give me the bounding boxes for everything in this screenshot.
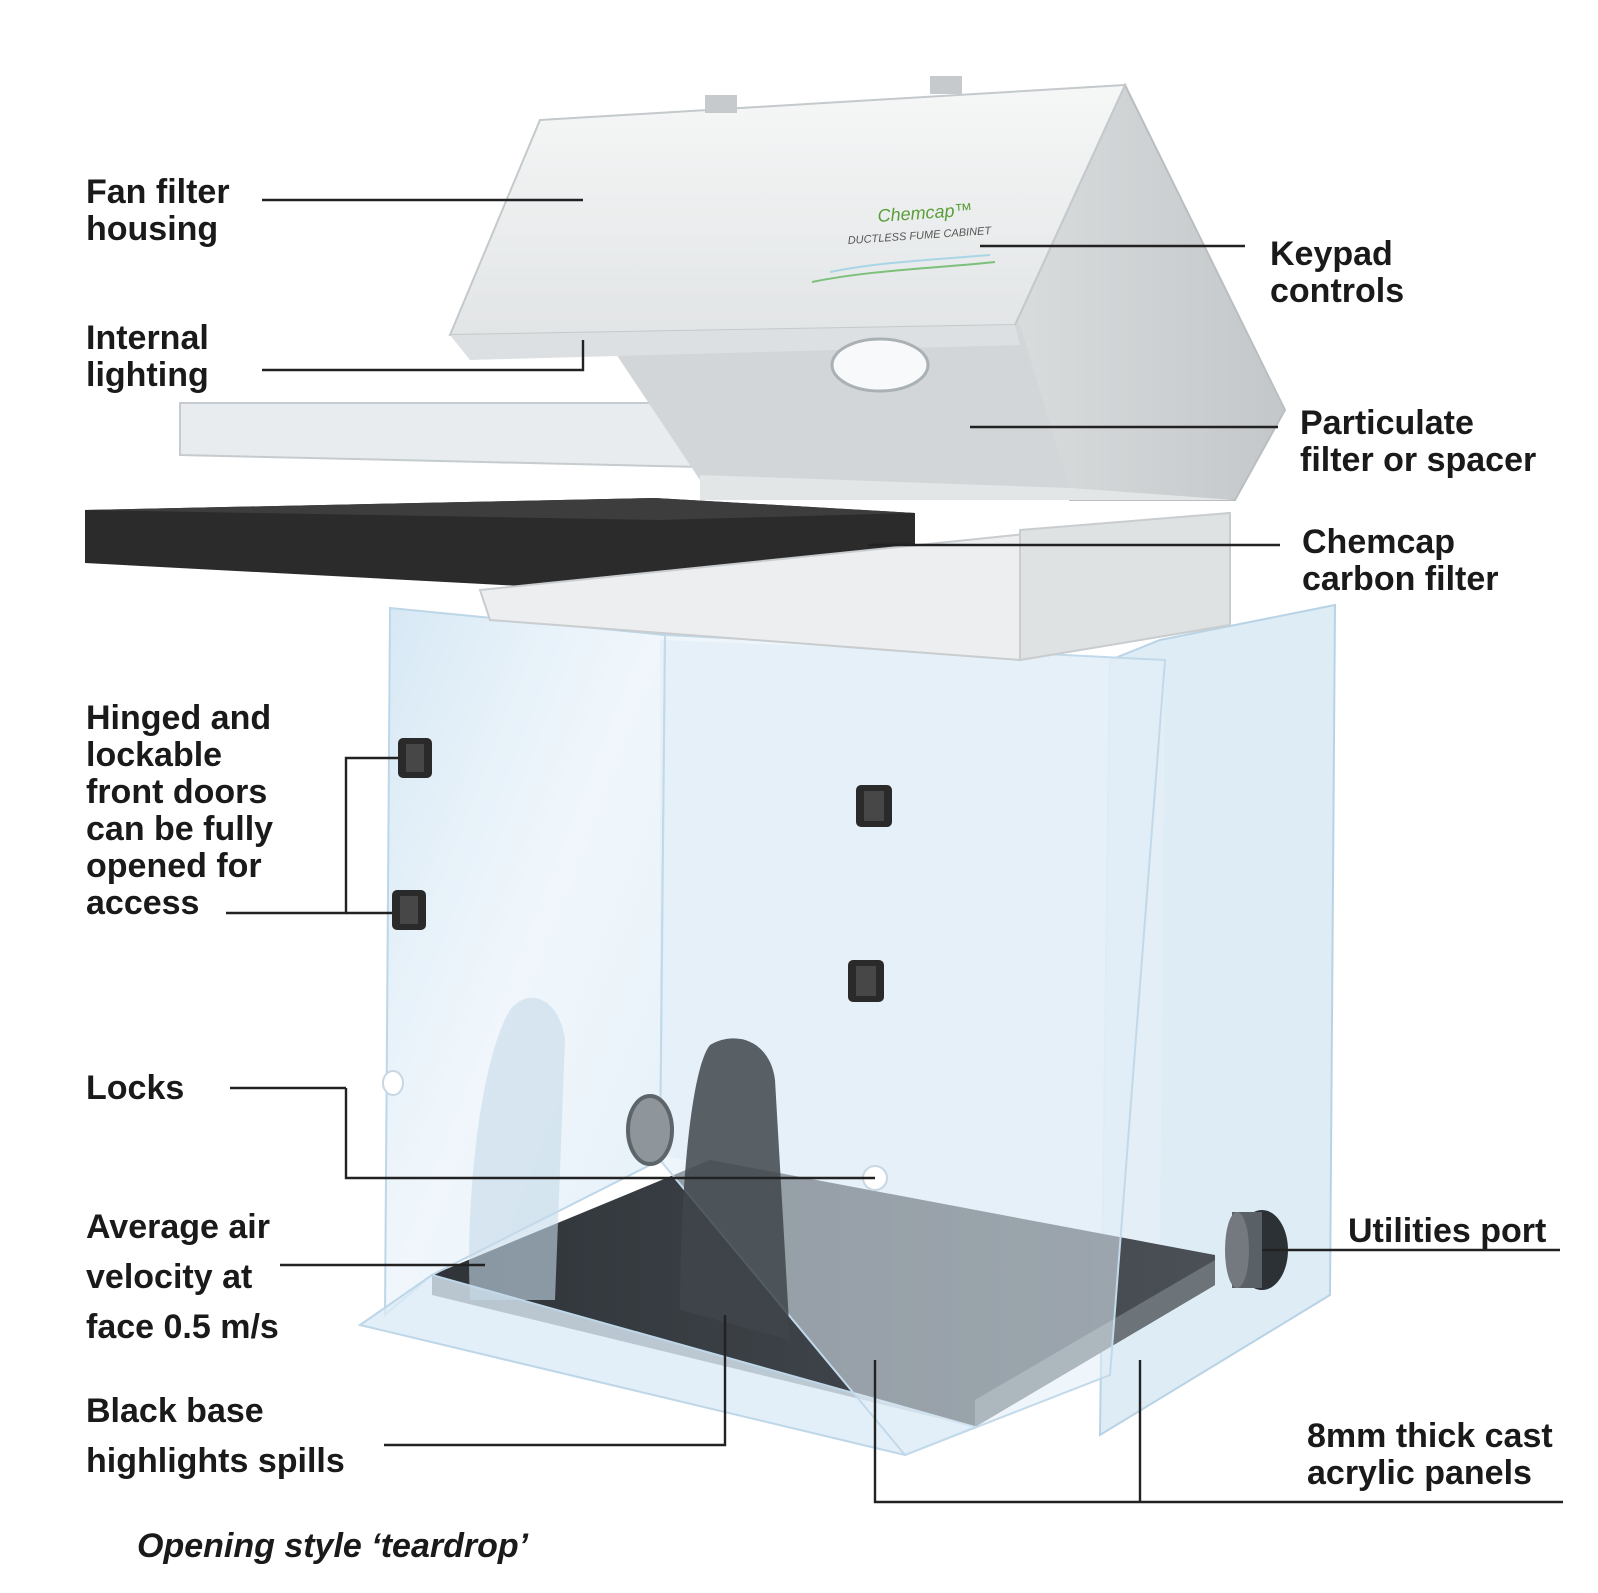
label-air-velocity: Average air velocity at face 0.5 m/s bbox=[86, 1208, 279, 1346]
leader-front-doors bbox=[226, 756, 398, 915]
label-black-base: Black base highlights spills bbox=[86, 1392, 345, 1480]
fan-filter-housing-drawing: Chemcap™ DUCTLESS FUME CABINET bbox=[448, 76, 1287, 501]
label-internal-lighting: Internal lighting bbox=[86, 319, 209, 394]
label-locks: Locks bbox=[86, 1069, 185, 1107]
caption-opening-style: Opening style ‘teardrop’ bbox=[137, 1527, 529, 1565]
leader-black-base bbox=[384, 1315, 727, 1447]
housing-logo-swoosh bbox=[811, 261, 996, 283]
hinge bbox=[856, 785, 892, 827]
acrylic-cabinet bbox=[357, 603, 1337, 1457]
label-keypad-controls: Keypad controls bbox=[1270, 235, 1405, 310]
leader-locks-2 bbox=[344, 1088, 875, 1180]
hinge bbox=[392, 890, 426, 930]
fan-opening bbox=[830, 337, 930, 393]
carbon-filter-drawing bbox=[85, 498, 1231, 662]
label-particulate-filter: Particulate filter or spacer bbox=[1300, 404, 1537, 479]
leader-lines bbox=[226, 198, 1563, 1504]
acrylic-front-door-right bbox=[658, 633, 1167, 1457]
label-utilities-port: Utilities port bbox=[1348, 1212, 1547, 1250]
label-front-doors: Hinged and lockable front doors can be f… bbox=[86, 699, 274, 922]
hinge bbox=[398, 738, 432, 778]
door-port bbox=[626, 1094, 674, 1166]
lock bbox=[382, 1070, 404, 1096]
label-carbon-filter: Chemcap carbon filter bbox=[1302, 523, 1499, 598]
hinge bbox=[848, 960, 884, 1002]
label-fan-filter-housing: Fan filter housing bbox=[86, 173, 230, 248]
teardrop-opening-right bbox=[680, 1038, 790, 1340]
teardrop-opening-left bbox=[469, 997, 565, 1300]
leader-acrylic-panels bbox=[873, 1360, 1563, 1504]
leader-internal-lighting bbox=[262, 340, 585, 372]
label-acrylic-panels: 8mm thick cast acrylic panels bbox=[1307, 1417, 1553, 1492]
